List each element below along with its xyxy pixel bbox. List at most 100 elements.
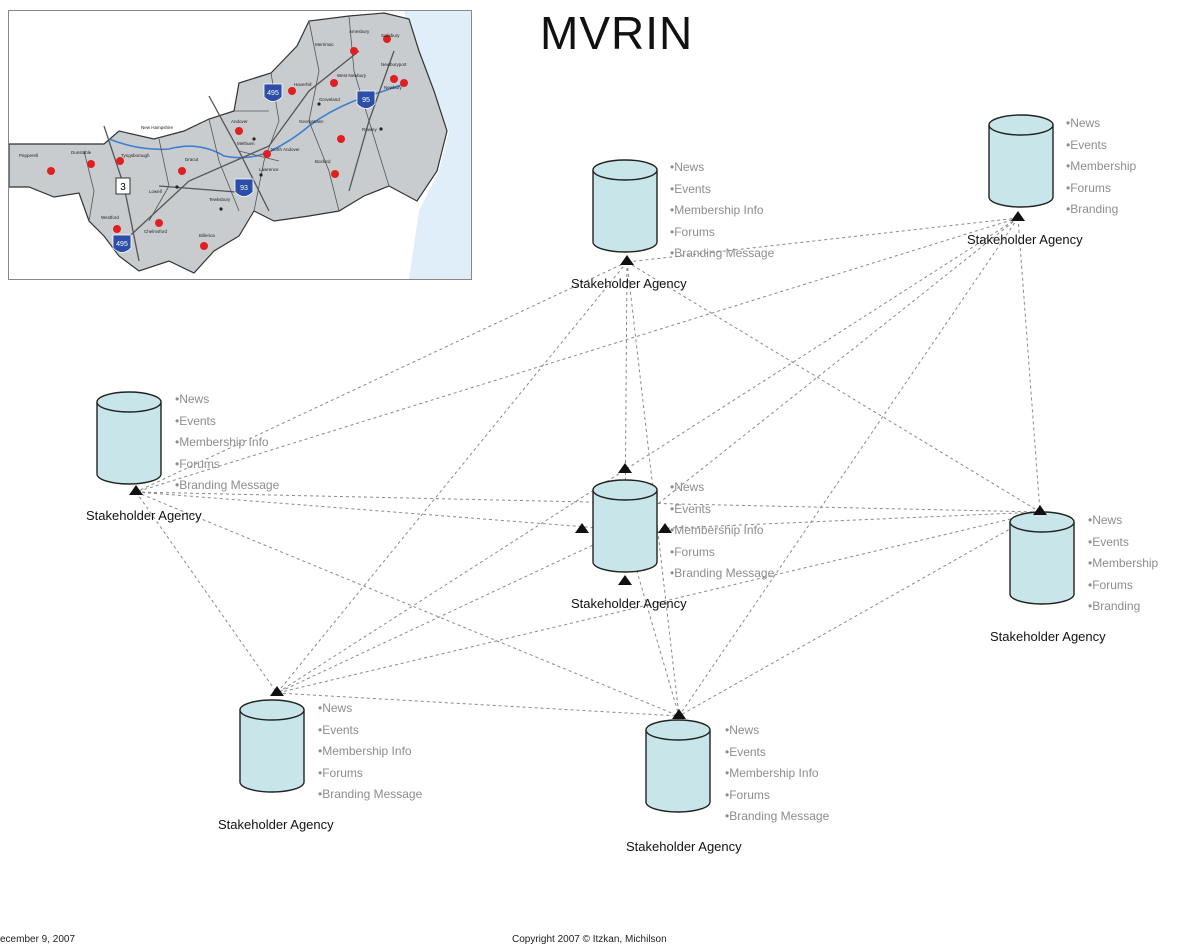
feature-item: Events bbox=[1088, 532, 1158, 554]
interstate-495-north-shield: 495 bbox=[263, 83, 283, 102]
footer-date: ecember 9, 2007 bbox=[0, 934, 76, 945]
town-label: Merrimac bbox=[315, 42, 334, 47]
state-label: New Hampshire bbox=[141, 125, 174, 130]
feature-item: Membership Info bbox=[725, 763, 829, 785]
route-3-label: 3 bbox=[120, 182, 126, 193]
town-labels: New Hampshire Pepperell Dunstable Tyngsb… bbox=[19, 29, 407, 238]
connector-line bbox=[135, 217, 1019, 493]
town-markers bbox=[47, 35, 408, 250]
feature-item: Forums bbox=[1066, 178, 1136, 200]
connector-line bbox=[276, 692, 680, 717]
town-label: Rowley bbox=[362, 127, 378, 132]
footer-copyright: Copyright 2007 © Itzkan, Michilson bbox=[512, 934, 667, 945]
connector-arrowhead bbox=[129, 485, 143, 495]
database-cylinder-icon bbox=[1009, 511, 1075, 605]
feature-item: Membership Info bbox=[175, 432, 279, 454]
connector-arrowhead bbox=[270, 686, 284, 696]
agency-label: Stakeholder Agency bbox=[626, 839, 742, 854]
feature-item: News bbox=[318, 698, 422, 720]
connector-line bbox=[135, 491, 626, 531]
connector-arrowhead bbox=[658, 523, 672, 533]
river bbox=[108, 82, 408, 159]
agency-feature-list: News Events Membership Info Forums Brand… bbox=[670, 157, 774, 265]
feature-item: Branding Message bbox=[318, 784, 422, 806]
agency-label: Stakeholder Agency bbox=[990, 629, 1106, 644]
connector-arrowhead bbox=[620, 255, 634, 265]
town-label: Tyngsborough bbox=[121, 153, 150, 158]
feature-item: Forums bbox=[1088, 575, 1158, 597]
feature-item: Forums bbox=[175, 454, 279, 476]
town-label: Billerica bbox=[199, 233, 215, 238]
connector-line bbox=[276, 529, 626, 694]
connector-line bbox=[276, 217, 1019, 694]
feature-item: Membership bbox=[1066, 156, 1136, 178]
connector-line bbox=[626, 261, 1041, 513]
town-label: North Andover bbox=[271, 147, 300, 152]
town-small-markers bbox=[175, 102, 383, 211]
feature-item: Forums bbox=[318, 763, 422, 785]
town-label: Lawrence bbox=[259, 167, 279, 172]
town-label: Salisbury bbox=[381, 33, 400, 38]
connector-arrowhead bbox=[618, 575, 632, 585]
town-label: Newburyport bbox=[381, 62, 407, 67]
connector-arrowhead bbox=[1033, 505, 1047, 515]
ocean-area bbox=[404, 11, 471, 279]
connector-line bbox=[135, 491, 680, 717]
feature-item: News bbox=[175, 389, 279, 411]
town-label: Lowell bbox=[149, 189, 162, 194]
cylinder-nodes bbox=[96, 114, 1075, 813]
connector-arrowhead bbox=[618, 463, 632, 473]
feature-item: Membership Info bbox=[318, 741, 422, 763]
connector-line bbox=[678, 217, 1019, 717]
feature-item: Branding Message bbox=[670, 563, 774, 585]
town-label: Westford bbox=[101, 215, 119, 220]
database-cylinder-icon bbox=[239, 699, 305, 793]
feature-item: Events bbox=[1066, 135, 1136, 157]
town-label: Boxford bbox=[315, 159, 331, 164]
feature-item: Events bbox=[175, 411, 279, 433]
feature-item: Forums bbox=[725, 785, 829, 807]
agency-feature-list: News Events Membership Info Forums Brand… bbox=[670, 477, 774, 585]
feature-item: Branding bbox=[1088, 596, 1158, 618]
route-3-sign bbox=[115, 177, 131, 195]
feature-item: News bbox=[1066, 113, 1136, 135]
feature-item: News bbox=[670, 477, 774, 499]
town-label: Andover bbox=[231, 119, 248, 124]
agency-label: Stakeholder Agency bbox=[571, 276, 687, 291]
connector-line bbox=[135, 491, 278, 694]
database-cylinder-icon bbox=[592, 159, 658, 253]
feature-item: Membership bbox=[1088, 553, 1158, 575]
feature-item: Events bbox=[670, 179, 774, 201]
feature-item: Branding Message bbox=[670, 243, 774, 265]
town-label: Pepperell bbox=[19, 153, 38, 158]
connector-line bbox=[135, 491, 1041, 513]
town-label: Tewksbury bbox=[209, 197, 231, 202]
agency-feature-list: News Events Membership Info Forums Brand… bbox=[318, 698, 422, 806]
connector-line bbox=[276, 511, 1041, 694]
interstate-95-shield: 95 bbox=[356, 90, 376, 109]
interstate-495-north-label: 495 bbox=[267, 90, 279, 97]
interstate-93-label: 93 bbox=[240, 185, 248, 192]
feature-item: Events bbox=[670, 499, 774, 521]
town-label: Chelmsford bbox=[144, 229, 168, 234]
feature-item: Forums bbox=[670, 222, 774, 244]
feature-item: Membership Info bbox=[670, 520, 774, 542]
database-cylinder-icon bbox=[988, 114, 1054, 208]
connector-arrowhead bbox=[1011, 211, 1025, 221]
feature-item: News bbox=[1088, 510, 1158, 532]
connector-lines bbox=[135, 217, 1041, 717]
interstate-495-south-shield: 495 bbox=[112, 234, 132, 253]
agency-label: Stakeholder Agency bbox=[86, 508, 202, 523]
feature-item: Membership Info bbox=[670, 200, 774, 222]
database-cylinder-icon bbox=[592, 479, 658, 573]
feature-item: Branding Message bbox=[175, 475, 279, 497]
database-cylinder-icon bbox=[645, 719, 711, 813]
database-cylinder-icon bbox=[96, 391, 162, 485]
feature-item: News bbox=[725, 720, 829, 742]
region-map: 3 495 95 93 495 New Hampshire Pepperell … bbox=[8, 10, 472, 280]
feature-item: Events bbox=[725, 742, 829, 764]
agency-feature-list: News Events Membership Forums Branding bbox=[1088, 510, 1158, 618]
feature-item: Branding bbox=[1066, 199, 1136, 221]
feature-item: Events bbox=[318, 720, 422, 742]
